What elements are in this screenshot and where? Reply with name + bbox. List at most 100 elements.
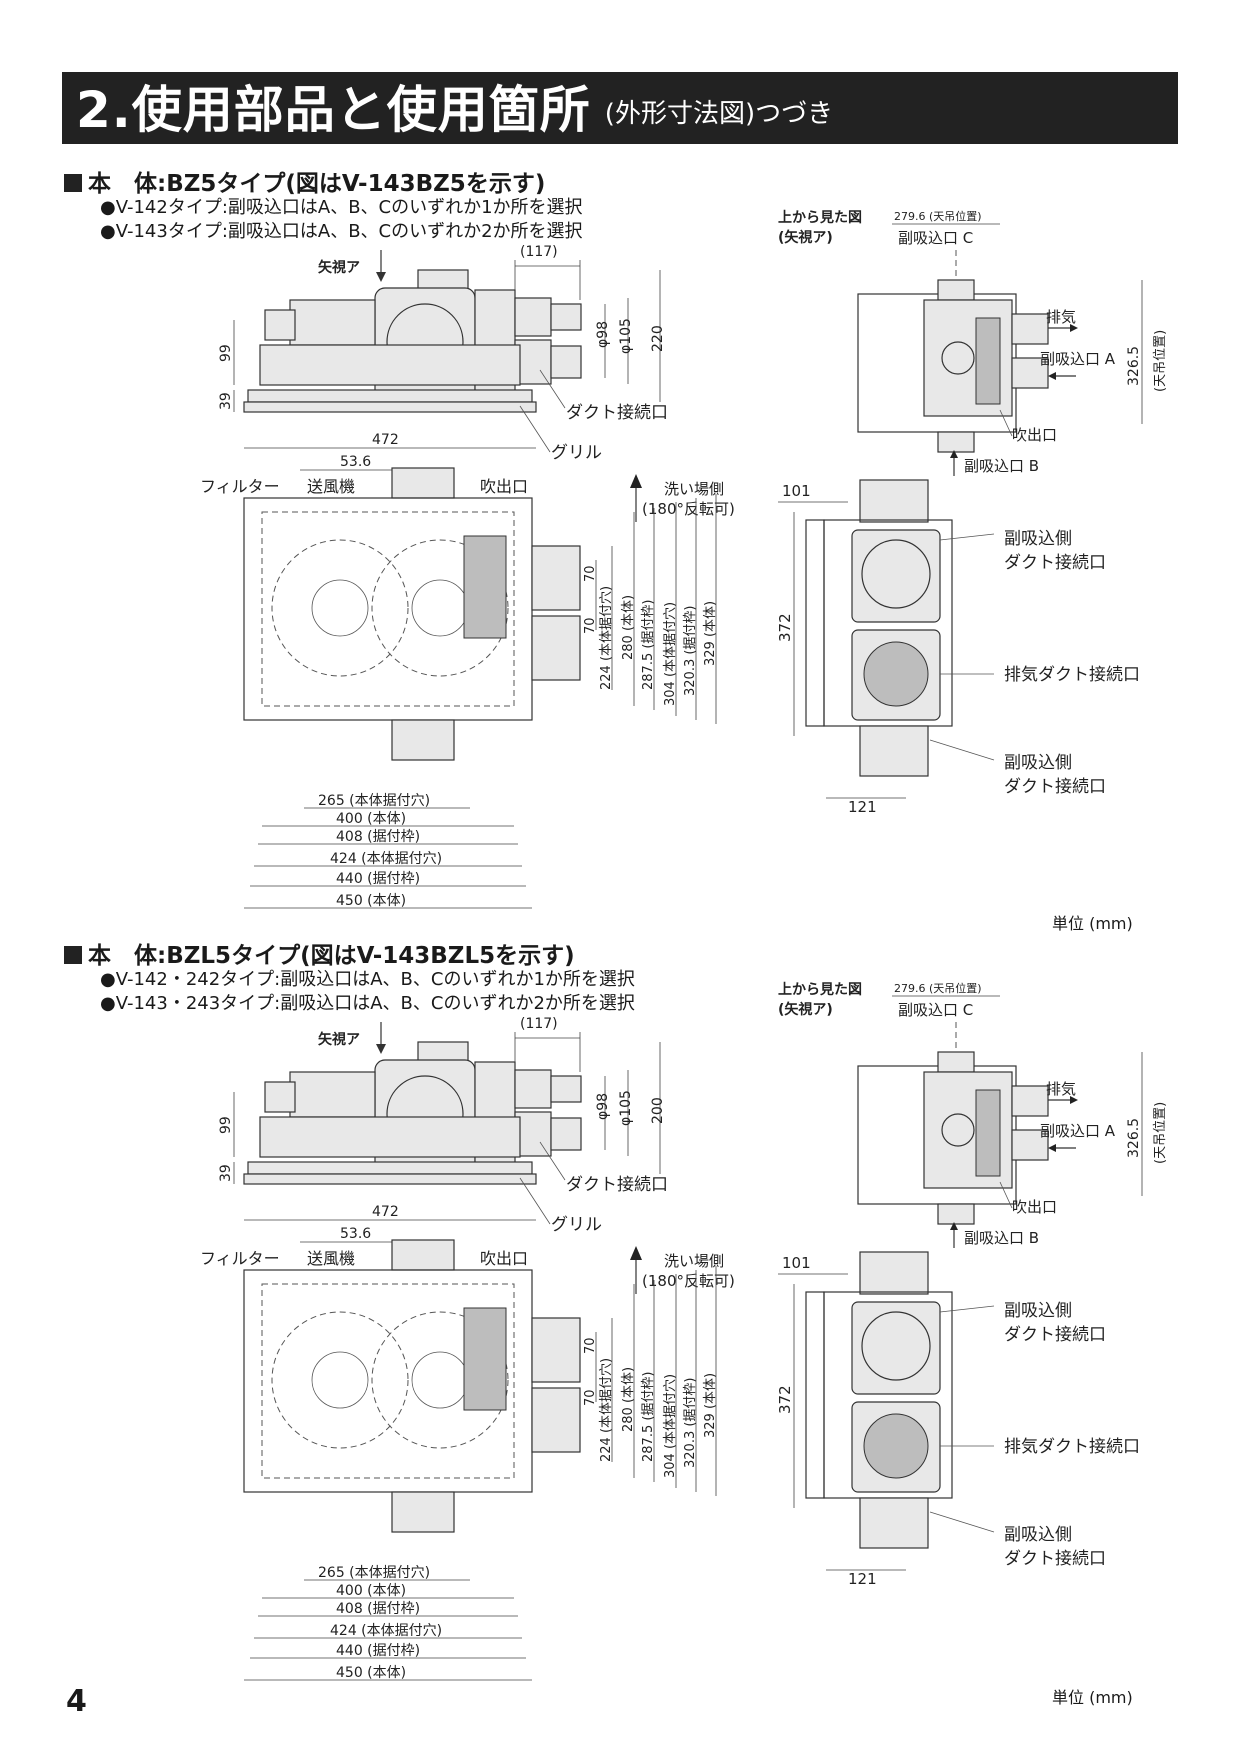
label-aux-inlet: 副吸込側 xyxy=(1004,1525,1072,1545)
view-arrow-label: 矢視ア xyxy=(318,259,360,276)
front-lower-circle xyxy=(863,641,929,707)
top-view: 上から見た図 (矢視ア) 279.6 (天吊位置) 副吸込口 C 排気 副吸込口… xyxy=(778,981,1168,1248)
label-wash-side: 洗い場側 xyxy=(664,480,724,498)
leader-line xyxy=(929,1511,995,1533)
top-view-subtitle: (矢視ア) xyxy=(778,1001,833,1018)
front-upper-circle xyxy=(861,539,931,609)
dim-text: 304 (本体据付穴) xyxy=(663,602,678,706)
dim-text: 440 (据付枠) xyxy=(336,871,420,887)
duct-upper-end xyxy=(550,1075,582,1103)
label-reversible: (180°反転可) xyxy=(642,500,735,518)
page-number: 4 xyxy=(66,1684,87,1719)
plan-bottom-duct xyxy=(391,719,455,761)
plan-top-duct xyxy=(391,467,455,499)
page-title: 2.使用部品と使用箇所 xyxy=(76,81,591,139)
page-header: 2.使用部品と使用箇所 (外形寸法図)つづき xyxy=(62,72,1178,144)
dim-text: 372 xyxy=(776,1385,794,1414)
dim-text: (天吊位置) xyxy=(1153,330,1168,392)
dim-text: 39 xyxy=(218,392,234,410)
top-circle xyxy=(941,341,975,375)
dim-text: 326.5 xyxy=(1126,346,1142,386)
leader-line xyxy=(519,1177,551,1225)
front-view: 101 372 121 副吸込側 ダクト接続口 排気ダクト接続口 副吸込側 ダク… xyxy=(776,479,1140,816)
plan-duct-upper xyxy=(531,1317,581,1383)
front-bottom-duct xyxy=(859,725,929,777)
inlet-arrow-head xyxy=(1048,1144,1056,1152)
dim-text: φ98 xyxy=(595,1093,611,1120)
plan-duct-lower xyxy=(531,1387,581,1453)
dim-text: 287.5 (据付枠) xyxy=(641,1372,656,1463)
front-upper-circle xyxy=(861,1311,931,1381)
label-outlet: 吹出口 xyxy=(1012,1198,1057,1216)
label-exhaust-duct: 排気ダクト接続口 xyxy=(1004,1437,1140,1457)
dim-text: (天吊位置) xyxy=(1153,1102,1168,1164)
top-duct-a xyxy=(1011,357,1049,389)
duct-lower xyxy=(514,1111,552,1157)
label-inlet-c: 副吸込口 C xyxy=(898,229,973,247)
dim-text: 224 (本体据付穴) xyxy=(599,1358,614,1462)
top-view: 上から見た図 (矢視ア) 279.6 (天吊位置) 副吸込口 C 排気 副吸込口… xyxy=(778,209,1168,476)
dim-text: 70 xyxy=(583,565,598,582)
dim-text: 408 (据付枠) xyxy=(336,1601,420,1617)
section-title-text: 本 体:BZ5タイプ(図はV-143BZ5を示す) xyxy=(88,171,546,197)
filter-block xyxy=(264,1081,296,1113)
section-note: ●V-143タイプ:副吸込口はA、B、Cのいずれか2か所を選択 xyxy=(100,221,583,242)
fan-hub-left xyxy=(311,579,369,637)
base-plate xyxy=(259,344,521,386)
dim-text: 320.3 (据付枠) xyxy=(683,1378,698,1469)
drawing-section-1: 矢視ア (117) φ98 φ105 220 99 39 472 ダクト接続口 xyxy=(200,209,1168,909)
label-outlet: 吹出口 xyxy=(480,477,528,496)
inlet-arrow-head xyxy=(1048,372,1056,380)
leader-line xyxy=(939,533,995,541)
view-arrow-head xyxy=(376,1044,386,1054)
label-duct: ダクト接続口 xyxy=(1004,1325,1106,1345)
dim-text: (117) xyxy=(520,1016,558,1032)
front-top-duct xyxy=(859,479,929,523)
dim-text: 280 (本体) xyxy=(621,1367,636,1432)
top-circle xyxy=(941,1113,975,1147)
label-duct: ダクト接続口 xyxy=(566,403,668,423)
exhaust-arrow-head xyxy=(1070,324,1078,332)
label-grill: グリル xyxy=(551,443,602,463)
dim-text: 400 (本体) xyxy=(336,1583,406,1599)
dim-text: 280 (本体) xyxy=(621,595,636,660)
duct-lower-end xyxy=(550,345,582,379)
top-duct-c xyxy=(937,1051,975,1073)
fan-hub-left xyxy=(311,1351,369,1409)
fan-hub-right xyxy=(411,579,469,637)
plan-top-duct xyxy=(391,1239,455,1271)
dim-text: 99 xyxy=(218,1116,234,1134)
dim-text: 408 (据付枠) xyxy=(336,829,420,845)
duct-lower-end xyxy=(550,1117,582,1151)
fan-circle-right xyxy=(371,539,509,677)
base-plate xyxy=(259,1116,521,1158)
top-duct-exhaust xyxy=(1011,313,1049,345)
fan-hub-right xyxy=(411,1351,469,1409)
dim-text: 53.6 xyxy=(340,1226,371,1242)
label-exhaust: 排気 xyxy=(1046,308,1076,326)
side-view: 矢視ア (117) φ98 φ105 220 99 39 472 ダクト接続口 xyxy=(218,244,668,463)
dim-text: φ105 xyxy=(618,318,634,354)
top-grille xyxy=(975,317,1001,405)
dim-text: 70 xyxy=(583,1337,598,1354)
grill-frame xyxy=(247,1161,533,1175)
front-upper-box xyxy=(851,529,941,623)
label-duct: ダクト接続口 xyxy=(1004,1549,1106,1569)
outlet-grille xyxy=(463,535,507,639)
dim-text: 424 (本体据付穴) xyxy=(330,851,442,867)
fan-block xyxy=(289,1071,376,1118)
dim-text: 265 (本体据付穴) xyxy=(318,1565,430,1581)
label-inlet-a: 副吸込口 A xyxy=(1040,350,1116,368)
view-arrow-head xyxy=(376,272,386,282)
top-duct-c xyxy=(937,279,975,301)
dim-text: 472 xyxy=(372,432,399,448)
label-duct: ダクト接続口 xyxy=(1004,777,1106,797)
inlet-b-arrow-head xyxy=(950,1222,958,1230)
leader-line xyxy=(999,409,1013,437)
dim-text: φ105 xyxy=(618,1090,634,1126)
section-note: ●V-142タイプ:副吸込口はA、B、Cのいずれか1か所を選択 xyxy=(100,197,583,218)
plan-frame-outline xyxy=(261,1283,515,1479)
plan-view: 53.6 フィルター 送風機 吹出口 洗い場側 (180°反転可) 70 70 … xyxy=(200,454,735,909)
label-outlet: 吹出口 xyxy=(480,1249,528,1268)
unit-label: 単位 (mm) xyxy=(1052,914,1133,933)
